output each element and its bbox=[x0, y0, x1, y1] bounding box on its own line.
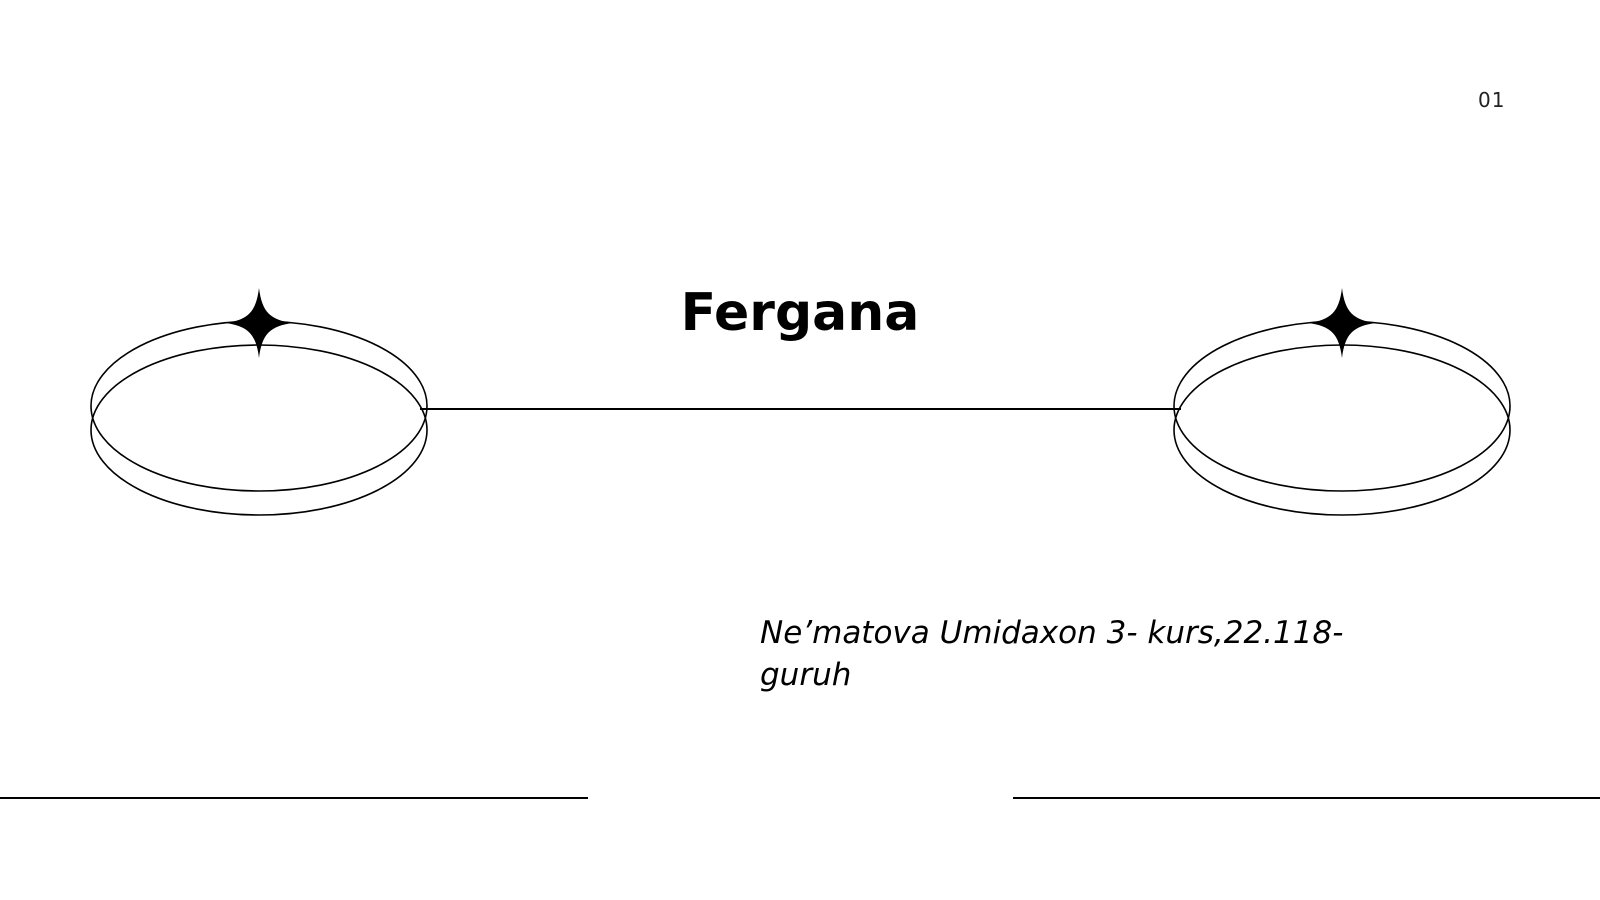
right-sparkle-icon bbox=[1308, 288, 1376, 358]
slide-number: 01 bbox=[1478, 88, 1506, 112]
slide-title: Fergana bbox=[680, 283, 920, 343]
slide-subtitle: Ne’matova Umidaxon 3- kurs,22.118-guruh bbox=[760, 615, 1344, 693]
left-sparkle-icon bbox=[225, 288, 293, 358]
right-ring-icon bbox=[1173, 288, 1511, 516]
left-ring-icon bbox=[90, 288, 428, 516]
